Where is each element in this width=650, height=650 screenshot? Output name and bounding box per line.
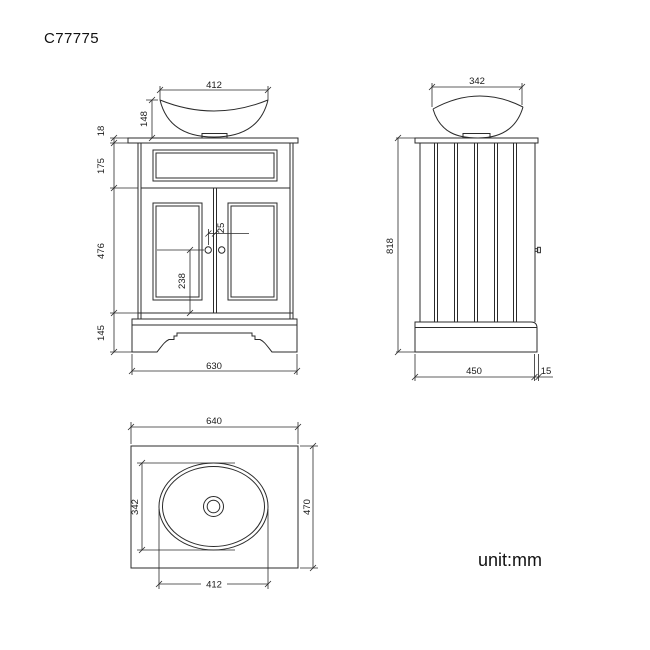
side-cabinet-panel [419, 143, 536, 322]
top-dimension-lines [127, 422, 318, 589]
dim-side-handle-protrusion: 15 [541, 366, 552, 377]
dim-front-basin-width: 412 [206, 80, 222, 91]
side-view [414, 95, 541, 353]
dim-side-base-depth: 450 [466, 366, 482, 377]
side-panel-slats [434, 143, 517, 322]
side-door-knob [534, 246, 541, 254]
side-countertop [414, 137, 539, 144]
front-view [127, 99, 299, 353]
front-right-door-knob [218, 246, 226, 254]
side-basin-outline [432, 95, 524, 139]
front-left-door-knob [204, 246, 212, 254]
dim-front-countertop-thickness: 18 [96, 126, 107, 137]
front-upper-panel [152, 149, 278, 182]
front-basin-outline [159, 99, 269, 138]
dim-top-countertop-depth: 470 [302, 499, 313, 515]
top-drain-outer [203, 496, 224, 517]
dim-front-plinth-height: 145 [96, 325, 107, 341]
dim-top-basin-depth: 342 [130, 499, 141, 515]
top-basin-rim-inner [162, 466, 265, 547]
drawing-code: C77775 [44, 30, 99, 47]
dim-front-upper-panel-height: 175 [96, 158, 107, 174]
top-dimension-ticks [127, 423, 317, 588]
top-basin-rim-outer [158, 462, 269, 551]
dim-front-base-width: 630 [206, 361, 222, 372]
front-cabinet-body [137, 143, 294, 319]
side-dimension-lines [394, 83, 553, 381]
dim-front-basin-height: 148 [139, 111, 150, 127]
top-dimension-labels: 640 470 342 412 [130, 416, 313, 591]
unit-label: unit:mm [478, 550, 543, 570]
front-door-gap [213, 188, 217, 313]
top-countertop-outline [130, 445, 299, 569]
dim-side-basin-depth: 342 [469, 76, 485, 87]
front-left-door-panel [152, 202, 203, 301]
front-plinth-apron [131, 325, 298, 353]
dim-front-door-section-height: 476 [96, 243, 107, 259]
front-countertop [127, 137, 299, 144]
dim-top-countertop-width: 640 [206, 416, 222, 427]
side-dimension-ticks [394, 83, 542, 381]
side-dimension-labels: 342 818 450 15 [385, 76, 551, 377]
side-plinth [414, 321, 538, 353]
front-right-door-panel [227, 202, 278, 301]
front-dimension-labels: 412 148 18 175 476 145 238 25 630 [96, 80, 227, 372]
dim-front-handle-center-height: 238 [177, 273, 188, 289]
top-drain-inner [206, 499, 221, 514]
dim-side-total-height: 818 [385, 238, 396, 254]
dim-top-basin-width: 412 [206, 580, 222, 591]
front-dimension-lines [110, 86, 301, 375]
dim-front-handle-offset: 25 [216, 223, 227, 234]
front-plinth-band [131, 318, 298, 326]
top-basin-width-label-mask [201, 579, 227, 589]
front-dimension-ticks [110, 86, 301, 375]
